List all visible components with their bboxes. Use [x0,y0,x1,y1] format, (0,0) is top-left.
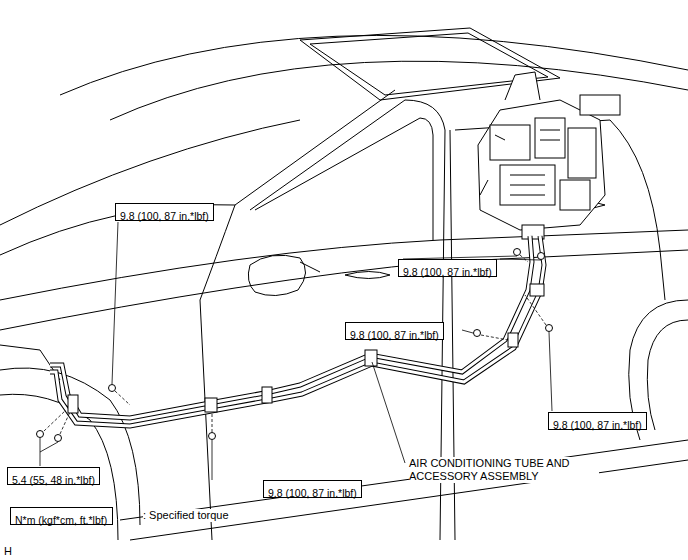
torque-value: 9.8 (100, 87 in.*lbf) [268,487,357,499]
bolt-symbols [37,249,553,442]
leader-lines [40,222,552,480]
torque-value: 9.8 (100, 87 in.*lbf) [403,266,492,278]
torque-value: 9.8 (100, 87 in.*lbf) [120,210,209,222]
install-lines [44,255,546,434]
torque-box: N*m (kgf*cm, ft.*lbf) [10,507,113,525]
torque-value: N*m (kgf*cm, ft.*lbf) [15,514,107,526]
figure-code: H [4,545,12,558]
ac-tube [50,236,544,426]
torque-box: 9.8 (100, 87 in.*lbf) [398,259,497,277]
torque-box: 9.8 (100, 87 in.*lbf) [115,203,214,221]
torque-box: 5.4 (55, 48 in.*lbf) [7,467,100,485]
torque-value: 9.8 (100, 87 in.*lbf) [553,419,642,431]
torque-box: 9.8 (100, 87 in.*lbf) [548,412,647,430]
torque-box: 9.8 (100, 87 in.*lbf) [345,322,444,340]
torque-value: 5.4 (55, 48 in.*lbf) [12,474,95,486]
legend-text: : Specified torque [143,509,229,522]
torque-value: 9.8 (100, 87 in.*lbf) [350,329,439,341]
ac-unit [478,72,620,239]
car-body [0,28,688,540]
torque-box: 9.8 (100, 87 in.*lbf) [263,480,362,498]
part-name: AIR CONDITIONING TUBE AND ACCESSORY ASSE… [409,457,599,483]
